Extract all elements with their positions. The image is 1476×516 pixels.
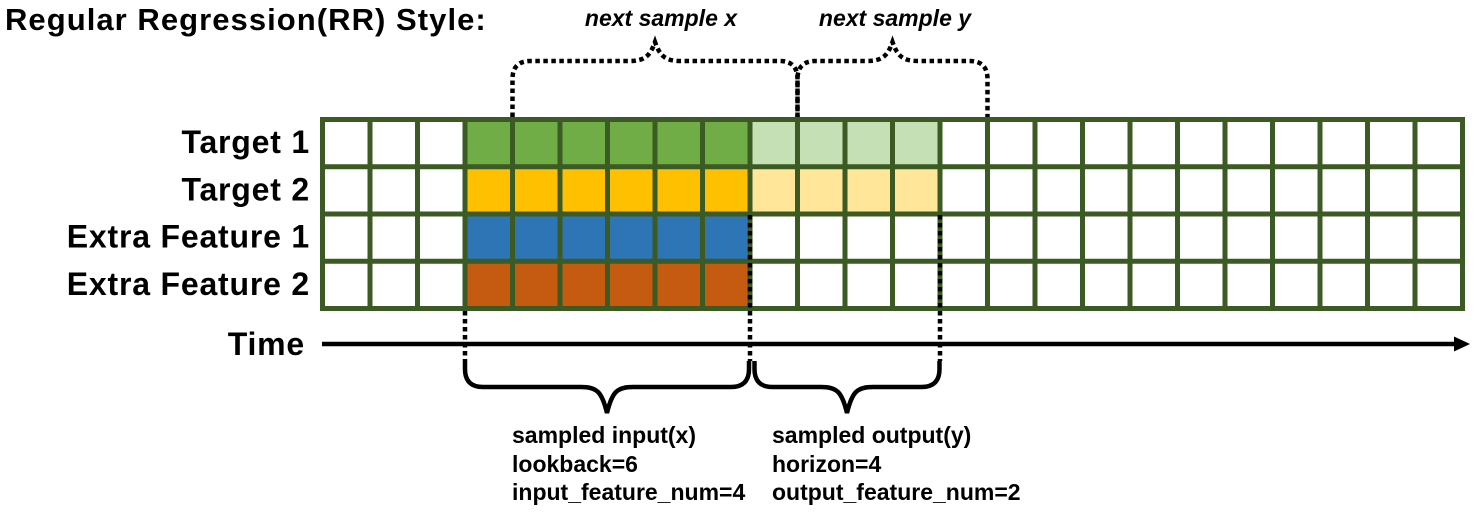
svg-text:sampled input(x): sampled input(x)	[512, 422, 696, 448]
svg-text:Extra Feature 2: Extra Feature 2	[67, 266, 310, 302]
svg-text:Extra Feature 1: Extra Feature 1	[67, 219, 310, 255]
svg-text:next sample x: next sample x	[585, 5, 738, 31]
svg-text:horizon=4: horizon=4	[772, 451, 881, 477]
svg-text:Target 2: Target 2	[181, 172, 310, 208]
svg-text:Time: Time	[228, 326, 305, 362]
svg-text:input_feature_num=4: input_feature_num=4	[512, 479, 745, 505]
svg-text:Target 1: Target 1	[181, 124, 310, 160]
svg-text:lookback=6: lookback=6	[512, 451, 638, 477]
svg-text:next sample y: next sample y	[819, 5, 972, 31]
svg-text:sampled output(y): sampled output(y)	[772, 422, 971, 448]
svg-text:Regular Regression(RR) Style:: Regular Regression(RR) Style:	[5, 2, 487, 37]
svg-text:output_feature_num=2: output_feature_num=2	[772, 479, 1021, 505]
